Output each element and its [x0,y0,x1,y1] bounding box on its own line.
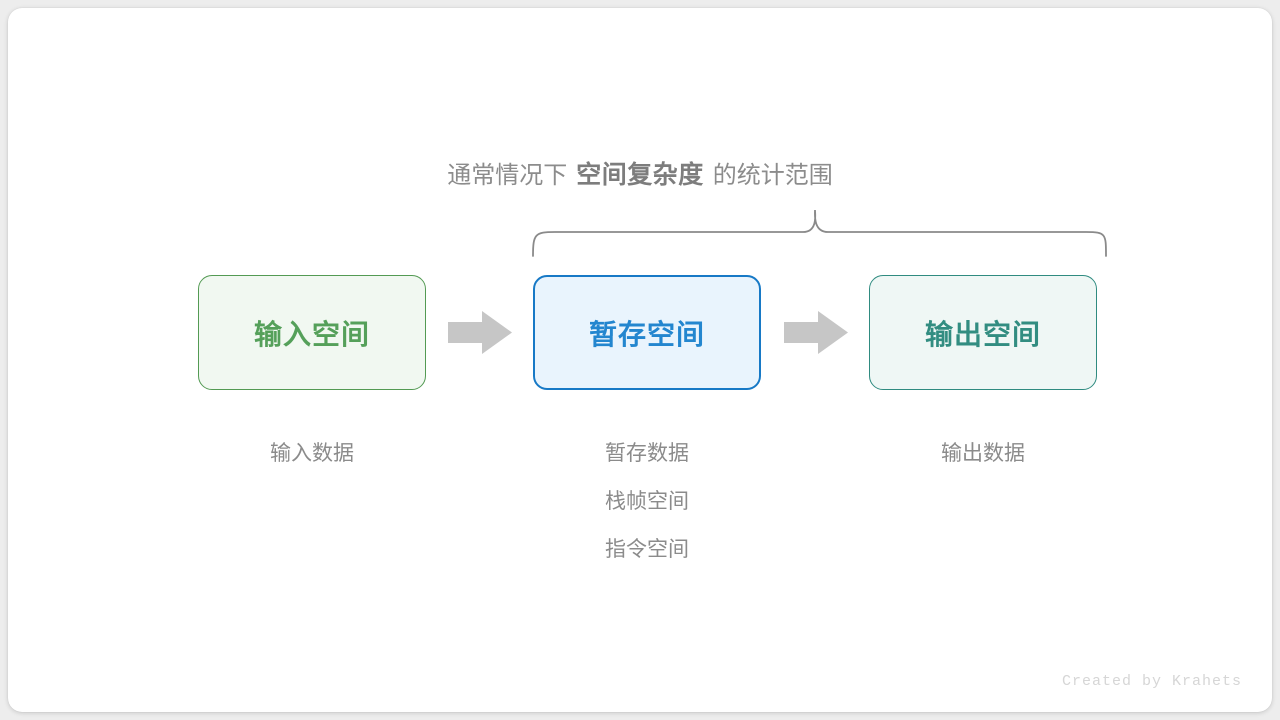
space-box-temp[interactable]: 暂存空间 [533,275,761,390]
caption-group-output: 输出数据 [869,430,1097,478]
caption-group-input: 输入数据 [198,430,426,478]
caption-item: 输出数据 [941,442,1025,465]
caption-item: 输入数据 [270,442,354,465]
slide-card: 通常情况下空间复杂度的统计范围 输入空间 暂存空间 输出空间 输入数据 暂存数据… [8,8,1272,712]
scope-brace-icon [532,209,1107,257]
space-box-output[interactable]: 输出空间 [869,275,1097,390]
caption-group-temp: 暂存数据 栈帧空间 指令空间 [533,430,761,574]
scope-caption-suffix: 的统计范围 [712,162,833,189]
space-box-temp-label: 暂存空间 [588,318,705,350]
scope-caption-emphasis: 空间复杂度 [576,161,704,189]
caption-item: 栈帧空间 [605,490,689,513]
watermark-credit: Created by Krahets [1061,673,1242,690]
arrow-right-icon-2 [784,311,848,354]
space-box-input-label: 输入空间 [253,318,370,350]
caption-item: 暂存数据 [605,442,689,465]
caption-item: 指令空间 [605,538,689,561]
space-box-output-label: 输出空间 [924,318,1041,350]
scope-caption-prefix: 通常情况下 [447,162,568,189]
space-box-input[interactable]: 输入空间 [198,275,426,390]
scope-caption: 通常情况下空间复杂度的统计范围 [8,158,1272,193]
arrow-right-icon-1 [448,311,512,354]
